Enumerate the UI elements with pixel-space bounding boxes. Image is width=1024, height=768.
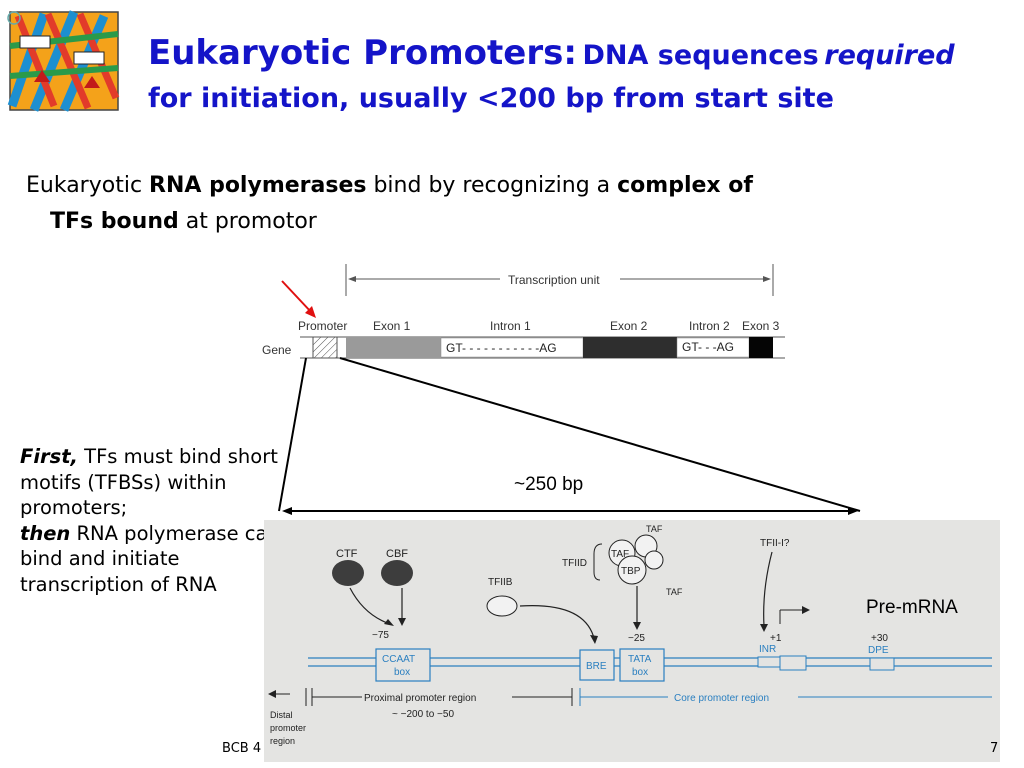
bullet-bold-tfs-bound: TFs bound — [50, 209, 179, 234]
cbf-protein — [381, 560, 413, 586]
distal-label-2: promoter — [270, 723, 306, 733]
ctf-label: CTF — [336, 548, 358, 560]
bullet-text-1: Eukaryotic — [26, 173, 150, 198]
promoter-label: Promoter — [298, 319, 347, 333]
tfii-i-label: TFII-I? — [760, 538, 790, 549]
title-line2: for initiation, usually <200 bp from sta… — [148, 83, 834, 114]
taf-label-top: TAF — [646, 524, 663, 534]
side-text: First, TFs must bind short motifs (TFBSs… — [20, 444, 282, 597]
tbp-label: TBP — [621, 566, 641, 577]
exon1-label: Exon 1 — [373, 319, 411, 333]
dpe-box — [869, 657, 895, 671]
position-plus-1: +1 — [770, 633, 782, 644]
distal-label-1: Distal — [270, 710, 293, 720]
title-main: Eukaryotic Promoters: — [148, 33, 577, 73]
intron2-sequence: GT- - -AG — [682, 340, 734, 354]
ccaat-box-label: box — [394, 667, 410, 678]
exon3-box — [749, 337, 773, 358]
span-label: ~250 bp — [514, 474, 584, 495]
bullet-text-2: bind by recognizing a — [366, 173, 618, 198]
exon2-box — [583, 337, 677, 358]
tfiib-protein — [486, 595, 518, 617]
proximal-range-label: ~ −200 to −50 — [392, 709, 454, 720]
dna-logo-image — [7, 10, 120, 112]
position-minus-75: −75 — [372, 630, 389, 641]
exon2-label: Exon 2 — [610, 319, 648, 333]
zoom-line-right — [339, 357, 861, 512]
tata-box — [619, 648, 665, 682]
cbf-label: CBF — [386, 548, 408, 560]
transcription-unit-label: Transcription unit — [508, 273, 600, 287]
title-sub: DNA sequences — [582, 40, 819, 71]
red-pointer-arrow — [281, 280, 313, 314]
dpe-label: DPE — [868, 645, 889, 656]
pre-mrna-label: Pre-mRNA — [866, 597, 958, 618]
bre-label: BRE — [586, 661, 607, 672]
zoom-line-left — [278, 357, 307, 512]
bullet-bold-complex: complex of — [617, 173, 753, 198]
red-arrowhead-icon — [305, 306, 316, 318]
intron1-sequence: GT- - - - - - - - - - -AG — [446, 341, 557, 355]
tata-box-label: box — [632, 667, 648, 678]
position-minus-25: −25 — [628, 633, 645, 644]
bre-box — [579, 649, 615, 681]
taf-label-inner: TAF — [611, 549, 629, 560]
side-first: First, — [20, 445, 78, 468]
slide-title: Eukaryotic Promoters: DNA sequences requ… — [148, 30, 1018, 116]
bullet-text-3: at promotor — [178, 209, 317, 234]
tata-label: TATA — [628, 654, 652, 665]
side-then: then — [20, 521, 71, 545]
promoter-box — [312, 336, 338, 359]
ccaat-label: CCAAT — [382, 654, 415, 665]
bullet-text: Eukaryotic RNA polymerases bind by recog… — [26, 168, 886, 240]
tbp-protein — [617, 555, 647, 585]
title-sub-italic: required — [824, 40, 955, 71]
core-region-label: Core promoter region — [674, 693, 769, 704]
intron1-label: Intron 1 — [490, 319, 531, 333]
side-text-2: RNA polymerase can bind and initiate tra… — [20, 521, 280, 596]
position-plus-30: +30 — [871, 633, 888, 644]
distal-label-3: region — [270, 736, 295, 746]
page-number: 7 — [990, 741, 999, 756]
inr-box — [757, 656, 781, 668]
exon-start-box — [779, 655, 807, 671]
ccaat-box — [375, 648, 431, 682]
taf-label-bottom: TAF — [666, 587, 683, 597]
tfiid-label: TFIID — [562, 558, 587, 569]
inr-label: INR — [759, 644, 776, 655]
promoter-detail-panel: CTF CBF −75 CCAAT box TFIIB BRE TFIID TA… — [264, 520, 1000, 762]
exon3-label: Exon 3 — [742, 319, 780, 333]
gene-label: Gene — [262, 343, 292, 357]
side-text-1: TFs must bind short motifs (TFBSs) withi… — [20, 445, 278, 519]
bullet-bold-rna-polymerases: RNA polymerases — [149, 173, 367, 198]
intron2-label: Intron 2 — [689, 319, 730, 333]
proximal-region-label: Proximal promoter region — [364, 693, 476, 704]
ctf-protein — [332, 560, 364, 586]
transcription-start-arrow-icon — [802, 606, 810, 614]
footer-text: BCB 4 — [222, 741, 262, 756]
tfiib-label: TFIIB — [488, 577, 513, 588]
exon1-box — [346, 337, 441, 358]
